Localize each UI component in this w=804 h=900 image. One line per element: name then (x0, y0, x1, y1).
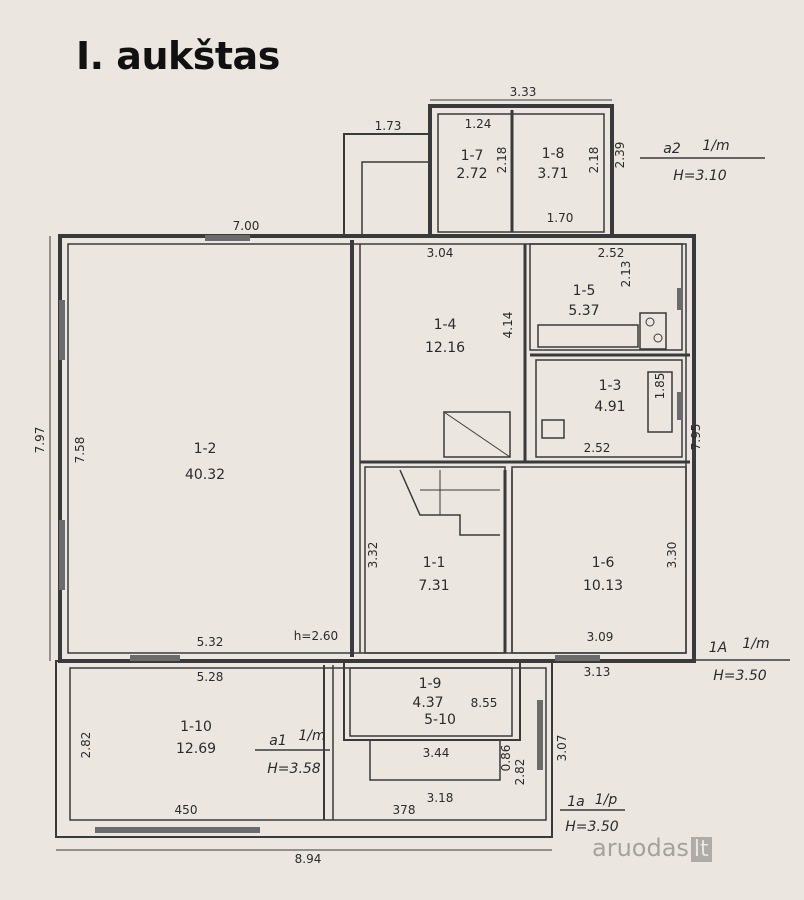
watermark-suffix: lt (690, 837, 712, 862)
annotation-label: a1 (269, 733, 287, 749)
dimension-label: 450 (175, 803, 198, 817)
annotation-height: H=3.50 (565, 819, 619, 835)
room-area: 4.37 (412, 695, 443, 711)
annotation-a1: a1 1/m H=3.58 (267, 728, 325, 777)
dimension-label: 3.44 (423, 746, 450, 760)
room-id: 1-5 (573, 283, 596, 299)
room-id: 1-2 (194, 441, 217, 457)
dimension-label: 2.18 (495, 147, 509, 174)
room-id: 1-6 (592, 555, 615, 571)
dimension-label: 2.39 (613, 142, 627, 169)
annotation-1a-lower: 1a 1/p H=3.50 (565, 792, 619, 835)
room-area: 4.91 (594, 399, 625, 415)
annotation-label: 1A (709, 640, 727, 656)
annotation-label: a2 (663, 141, 681, 157)
floor-title: I. aukštas (76, 34, 280, 78)
dimension-label: 3.13 (584, 665, 611, 679)
room-area: 40.32 (185, 467, 225, 483)
watermark-text: aruodas (592, 834, 689, 862)
dimension-label: 1.70 (547, 211, 574, 225)
room-area: 12.69 (176, 741, 216, 757)
dimension-label: 7.97 (33, 427, 47, 454)
dimension-label: 2.52 (584, 441, 611, 455)
dimension-label: 3.07 (555, 735, 569, 762)
dimension-label: 7.00 (233, 219, 260, 233)
annotation-fraction: 1/m (298, 728, 325, 744)
dimension-label: 3.32 (366, 542, 380, 569)
room-area: 3.71 (537, 166, 568, 182)
room-id: 1-7 (461, 148, 484, 164)
room-1-9: 1-9 4.37 (412, 676, 443, 711)
annotation-height: H=3.50 (713, 668, 767, 684)
dimension-label: 0.86 (499, 745, 513, 772)
ceiling-height-label: h=2.60 (294, 629, 338, 643)
annotation-fraction: 1/m (702, 138, 729, 154)
room-1-8: 1-8 3.71 (537, 146, 568, 182)
room-area: 5.37 (568, 303, 599, 319)
dimension-label: 2.18 (587, 147, 601, 174)
dimension-label: 1.24 (465, 117, 492, 131)
annotation-a2: a2 1/m H=3.10 (663, 138, 729, 184)
room-area: 12.16 (425, 340, 465, 356)
annotation-height: H=3.10 (673, 168, 727, 184)
annotation-label: 1a (567, 794, 585, 810)
annex-north (428, 104, 614, 238)
dimension-label: 8.55 (471, 696, 498, 710)
dimension-label: 5.32 (197, 635, 224, 649)
room-id: 1-3 (599, 378, 622, 394)
dimension-label: 7.95 (689, 424, 703, 451)
room-1-6: 1-6 10.13 (583, 555, 623, 594)
dimension-label: 1.85 (653, 373, 667, 400)
dimension-label: 3.09 (587, 630, 614, 644)
room-1-10: 1-10 12.69 (176, 719, 216, 757)
dimension-label: 2.13 (619, 261, 633, 288)
dimension-label: 8.94 (295, 852, 322, 866)
annotation-1a-upper: 1A 1/m H=3.50 (709, 636, 770, 684)
annotation-fraction: 1/m (742, 636, 769, 652)
dimension-label: 3.33 (510, 85, 537, 99)
dimension-label: 2.52 (598, 246, 625, 260)
room-1-2: 1-2 40.32 (185, 441, 225, 483)
room-5-10: 5-10 (424, 712, 456, 728)
dimension-label: 5.28 (197, 670, 224, 684)
annex-south (55, 660, 553, 838)
room-id: 1-8 (542, 146, 565, 162)
room-area: 7.31 (418, 578, 449, 594)
dimension-label: 1.73 (375, 119, 402, 133)
room-area: 2.72 (456, 166, 487, 182)
room-1-5: 1-5 5.37 (568, 283, 599, 319)
dimension-label: 4.14 (501, 312, 515, 339)
room-id: 1-1 (423, 555, 446, 571)
dimension-label: 7.58 (73, 437, 87, 464)
room-1-1: 1-1 7.31 (418, 555, 449, 594)
room-1-3: 1-3 4.91 (594, 378, 625, 415)
room-id: 1-4 (434, 317, 457, 333)
dimension-label: 378 (393, 803, 416, 817)
dimension-label: 3.18 (427, 791, 454, 805)
dimension-label: 3.04 (427, 246, 454, 260)
annotation-height: H=3.58 (267, 761, 321, 777)
annotation-fraction: 1/p (595, 792, 618, 808)
dimension-label: 3.30 (665, 542, 679, 569)
dimension-label: 2.82 (513, 759, 527, 786)
room-id: 1-10 (180, 719, 212, 735)
room-id: 5-10 (424, 712, 456, 728)
room-area: 10.13 (583, 578, 623, 594)
room-1-7: 1-7 2.72 (456, 148, 487, 182)
dimension-label: 2.82 (79, 732, 93, 759)
room-1-4: 1-4 12.16 (425, 317, 465, 356)
room-id: 1-9 (419, 676, 442, 692)
